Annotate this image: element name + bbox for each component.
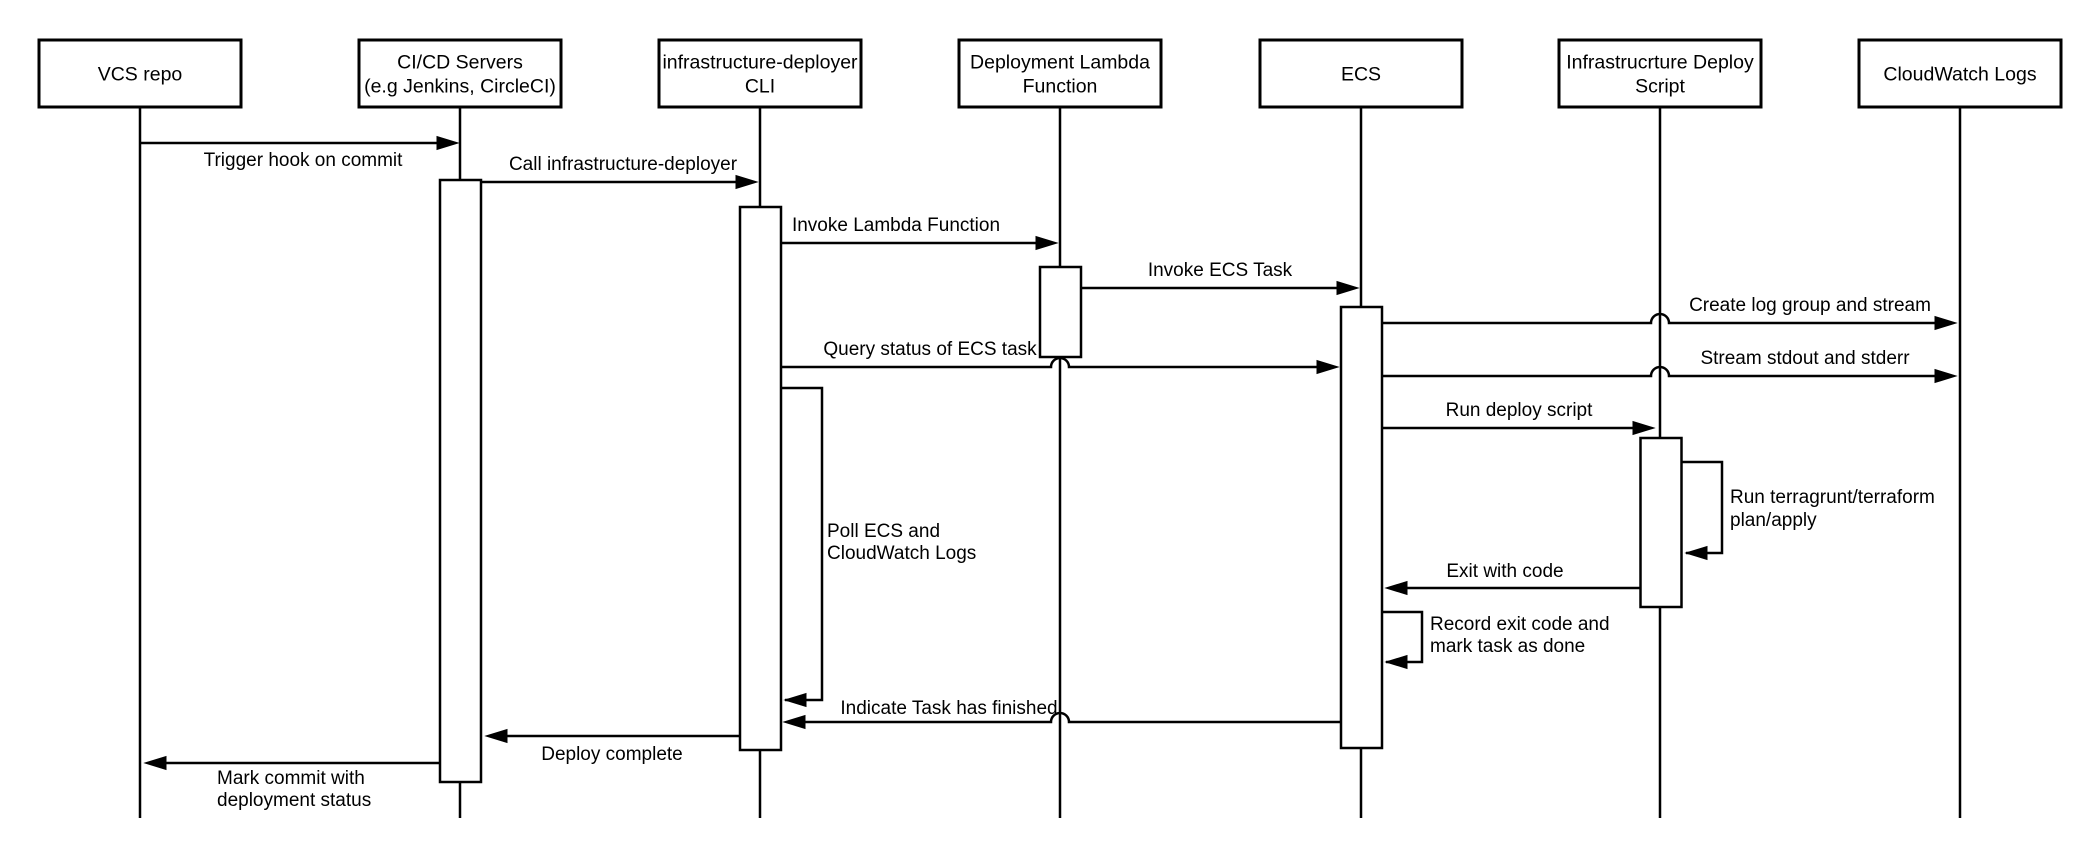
msg-indicate-finished-label: Indicate Task has finished (840, 698, 1057, 719)
participant-label-infrastructure-deployer-cli: infrastructure-deployer (662, 52, 858, 74)
self-terragrunt-label: plan/apply (1730, 510, 1817, 531)
participant-label-ecs: ECS (1341, 64, 1381, 86)
msg-deploy-complete-label: Deploy complete (541, 744, 683, 765)
msg-call-deployer-label: Call infrastructure-deployer (509, 154, 738, 175)
activation-lambda (1038, 265, 1083, 359)
msg-stream-stdout-label: Stream stdout and stderr (1700, 348, 1910, 369)
participant-label-deployment-lambda: Function (1023, 76, 1098, 98)
participant-label-cicd-servers: CI/CD Servers (397, 52, 523, 74)
participant-label-deployment-lambda: Deployment Lambda (970, 52, 1150, 74)
msg-mark-commit-arrowhead (143, 755, 167, 771)
msg-query-status-arrowhead (1316, 359, 1340, 375)
self-terragrunt-arrowhead (1684, 545, 1708, 561)
msg-query-status-line (782, 356, 1335, 369)
msg-stream-stdout-line (1383, 365, 1953, 378)
participant-label-infrastructure-deploy-script: Script (1635, 76, 1685, 98)
self-poll-loop-label: Poll ECS and (827, 521, 940, 542)
msg-run-deploy-script-label: Run deploy script (1446, 400, 1594, 421)
activation-deploy (1639, 436, 1683, 609)
participant-label-cloudwatch-logs: CloudWatch Logs (1883, 64, 2036, 86)
msg-invoke-lambda-label: Invoke Lambda Function (792, 215, 1000, 236)
participant-box-cloudwatch-logs (1857, 38, 2063, 109)
msg-invoke-lambda-arrowhead (1035, 235, 1059, 251)
participant-label-infrastructure-deployer-cli: CLI (745, 76, 775, 98)
msg-create-log-group-line (1383, 312, 1953, 325)
msg-trigger-hook-label: Trigger hook on commit (204, 150, 404, 171)
participant-box-infrastructure-deployer-cli (657, 38, 863, 109)
participant-label-cicd-servers: (e.g Jenkins, CircleCI) (364, 76, 556, 98)
participant-box-deployment-lambda (957, 38, 1163, 109)
participant-box-vcs-repo (37, 38, 243, 109)
msg-mark-commit-label: Mark commit with (217, 768, 365, 789)
participant-label-infrastructure-deploy-script: Infrastrucrture Deploy (1566, 52, 1754, 74)
msg-call-deployer-arrowhead (735, 174, 759, 190)
msg-mark-commit-label: deployment status (217, 790, 371, 811)
msg-invoke-ecs-task-arrowhead (1336, 280, 1360, 296)
msg-deploy-complete-arrowhead (484, 728, 508, 744)
msg-query-status-label: Query status of ECS task (823, 339, 1037, 360)
msg-indicate-finished-arrowhead (782, 714, 806, 730)
participant-label-vcs-repo: VCS repo (98, 64, 183, 86)
msg-create-log-group-label: Create log group and stream (1689, 295, 1931, 316)
self-poll-loop-arrowhead (783, 692, 807, 708)
msg-indicate-finished-line (787, 711, 1341, 724)
activation-cli (738, 205, 783, 752)
msg-create-log-group-arrowhead (1934, 315, 1958, 331)
msg-invoke-ecs-task-label: Invoke ECS Task (1148, 260, 1293, 281)
activation-cicd (438, 178, 483, 784)
msg-stream-stdout-arrowhead (1934, 368, 1958, 384)
activation-ecs (1339, 305, 1384, 750)
self-poll-loop-label: CloudWatch Logs (827, 543, 976, 564)
msg-run-deploy-script-arrowhead (1632, 420, 1656, 436)
self-record-exit-arrowhead (1384, 654, 1408, 670)
msg-exit-with-code-arrowhead (1384, 580, 1408, 596)
participant-box-infrastructure-deploy-script (1557, 38, 1763, 109)
self-record-exit-label: mark task as done (1430, 636, 1585, 657)
msg-exit-with-code-label: Exit with code (1446, 561, 1563, 582)
msg-trigger-hook-arrowhead (436, 135, 460, 151)
self-terragrunt-label: Run terragrunt/terraform (1730, 487, 1935, 508)
participant-box-ecs (1258, 38, 1464, 109)
self-record-exit-label: Record exit code and (1430, 614, 1610, 635)
participant-box-cicd-servers (357, 38, 563, 109)
